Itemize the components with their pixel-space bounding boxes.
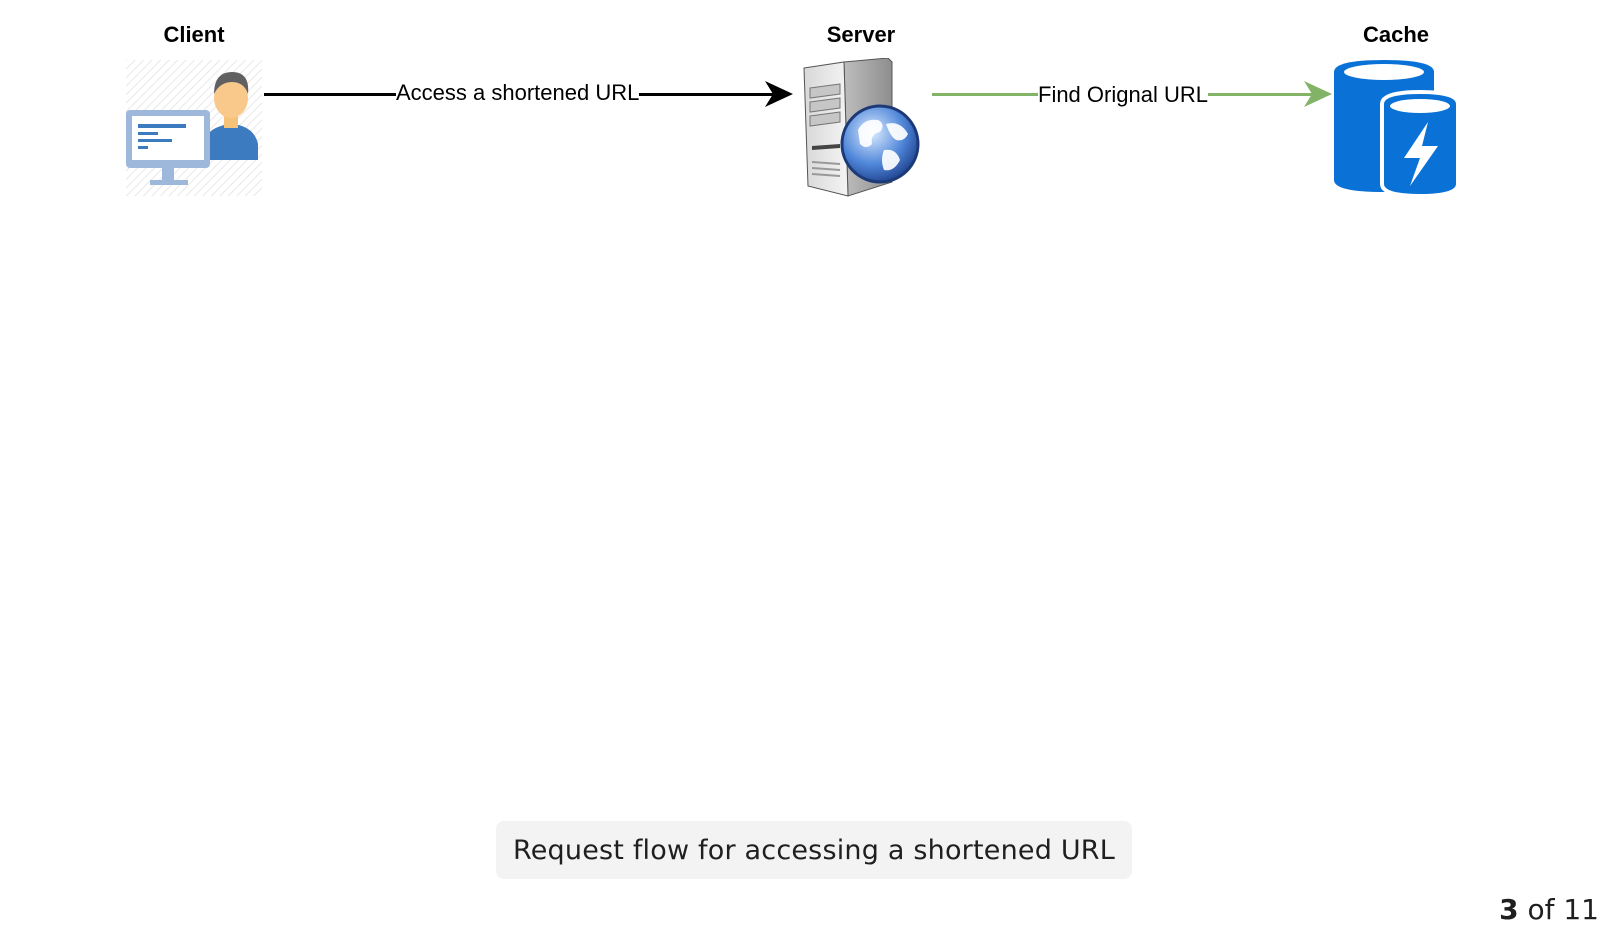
edge-client-server-arrowhead [765,81,793,112]
pager-total: 11 [1563,893,1599,926]
slide-pager: 3 of 11 [1499,893,1599,926]
client-title: Client [163,22,225,47]
server-title: Server [826,22,896,47]
cache-title: Cache [1362,22,1430,47]
pager-current: 3 [1499,893,1519,926]
diagram-caption: Request flow for accessing a shortened U… [496,821,1132,879]
pager-separator: of [1527,893,1555,926]
client-icon [126,60,262,196]
cache-icon [1332,58,1460,199]
server-icon [800,57,922,198]
edge-client-server-label: Access a shortened URL [396,80,640,106]
edge-server-cache-label: Find Orignal URL [1038,82,1208,108]
edge-server-cache-arrowhead [1304,81,1332,112]
